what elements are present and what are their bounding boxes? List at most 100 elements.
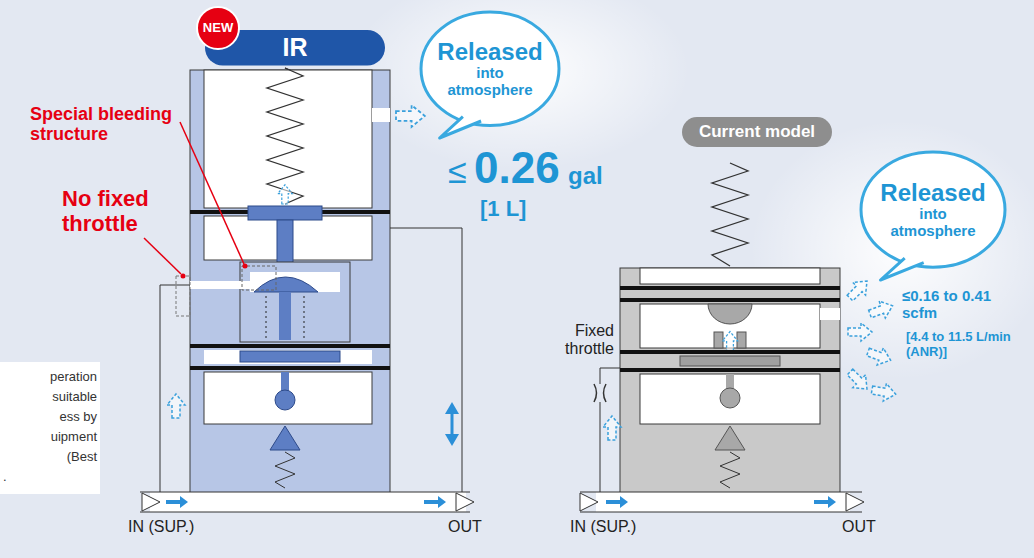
feature-label: Special bleeding structure xyxy=(30,104,182,144)
node-content: Releasedinto atmosphere xyxy=(418,39,562,98)
throttle-symbol xyxy=(594,384,597,402)
flow-arrow xyxy=(278,185,292,204)
vent-port xyxy=(820,308,840,320)
guide-line xyxy=(266,296,267,340)
value-symbol: ≤ xyxy=(448,152,467,190)
flow-arrow xyxy=(167,394,185,418)
part-label: Fixed throttle xyxy=(546,322,614,358)
model-tag: Current model xyxy=(682,117,832,147)
model-name: Current model xyxy=(699,123,815,142)
port-label: IN (SUP.) xyxy=(570,518,636,536)
lower-chamber xyxy=(640,374,820,424)
supply-passage xyxy=(190,281,252,289)
value-converted: [4.4 to 11.5 L/min (ANR)] xyxy=(906,330,1020,359)
diaphragm xyxy=(620,298,840,302)
regulator-body xyxy=(190,70,390,510)
regulator-body xyxy=(620,268,840,510)
node-content: Releasedinto atmosphere xyxy=(858,180,1008,239)
spring xyxy=(720,452,740,488)
exhaust-arrow xyxy=(870,381,897,403)
port-label: OUT xyxy=(448,518,482,536)
body-text: (Best xyxy=(0,450,97,465)
port-symbol xyxy=(846,493,864,511)
leader-dot xyxy=(181,274,186,279)
tag-shape xyxy=(682,117,832,147)
callout-heading: Released xyxy=(437,39,542,65)
leader-line xyxy=(180,122,244,264)
flow-arrow xyxy=(606,496,628,508)
leader-dot xyxy=(243,264,248,269)
leader-line xyxy=(144,238,181,274)
spring xyxy=(267,68,303,204)
bubble-tail xyxy=(881,258,924,280)
piston xyxy=(240,351,340,362)
supply-line xyxy=(160,285,190,492)
ball xyxy=(275,390,295,410)
pipe-wall xyxy=(580,512,862,513)
body-text: ess by xyxy=(0,410,97,425)
badge-circle xyxy=(197,7,239,49)
exhaust-seat xyxy=(714,332,723,348)
diaphragm xyxy=(190,366,390,370)
value-text: ≤0.16 to 0.41 scfm xyxy=(902,288,1024,322)
badge-text: NEW xyxy=(203,21,233,35)
pipe-wall xyxy=(140,512,470,513)
main-passage xyxy=(150,492,466,512)
callout-bubble: Releasedinto atmosphere xyxy=(418,8,562,140)
diaphragm xyxy=(620,368,840,372)
highlight-box xyxy=(176,276,190,316)
throttle-gap xyxy=(593,384,607,402)
lower-chamber xyxy=(204,372,372,424)
body-text: peration xyxy=(0,370,97,385)
pipe-wall xyxy=(140,492,470,493)
highlight-box xyxy=(242,266,276,290)
value-unit: gal xyxy=(568,163,603,190)
body-text: . xyxy=(3,470,7,485)
new-badge: NEW xyxy=(196,6,240,50)
flow-arrow xyxy=(814,496,836,508)
node-content: NEW xyxy=(196,21,240,35)
port-label: OUT xyxy=(842,518,876,536)
valve-housing xyxy=(240,262,350,342)
callout-heading: Released xyxy=(880,180,985,206)
piston-stem xyxy=(277,220,293,264)
feature-label: No fixed throttle xyxy=(62,187,162,236)
port-label: IN (SUP.) xyxy=(128,518,194,536)
diaphragm xyxy=(620,286,840,290)
flow-arrow xyxy=(722,332,737,352)
port-symbol xyxy=(456,493,474,511)
exhaust-arrow xyxy=(848,323,872,341)
tag-shape xyxy=(205,30,385,66)
callout-bubble: Releasedinto atmosphere xyxy=(858,148,1008,282)
value-converted: [1 L] xyxy=(480,197,526,222)
exhaust-arrow xyxy=(867,297,896,322)
bonnet-chamber xyxy=(204,70,372,208)
text-panel xyxy=(0,362,100,494)
flow-arrow xyxy=(424,496,446,508)
guide-line xyxy=(304,296,305,340)
bubble-tail xyxy=(440,117,481,138)
callout-text: into atmosphere xyxy=(883,206,983,239)
vent-port xyxy=(372,108,390,122)
motion-arrow xyxy=(451,412,454,436)
motion-arrow xyxy=(445,402,459,414)
ball xyxy=(720,388,740,408)
body-text: suitable xyxy=(0,390,97,405)
throttle-symbol xyxy=(604,384,607,402)
exhaust-arrow xyxy=(396,105,425,127)
value-number: 0.26 xyxy=(474,143,560,192)
valve-stem xyxy=(279,292,291,340)
bubble-outline xyxy=(861,152,1005,267)
bubble-outline xyxy=(421,12,559,126)
flow-arrow xyxy=(166,496,188,508)
exhaust-arrow xyxy=(865,344,894,369)
exhaust-arrow xyxy=(844,366,874,396)
poppet xyxy=(270,426,300,450)
port-symbol xyxy=(580,493,598,511)
diaphragm xyxy=(620,350,840,354)
callout-text: into atmosphere xyxy=(440,65,540,98)
bonnet-chamber xyxy=(640,268,820,284)
bleed-chamber xyxy=(250,272,340,292)
port-symbol xyxy=(142,493,160,511)
